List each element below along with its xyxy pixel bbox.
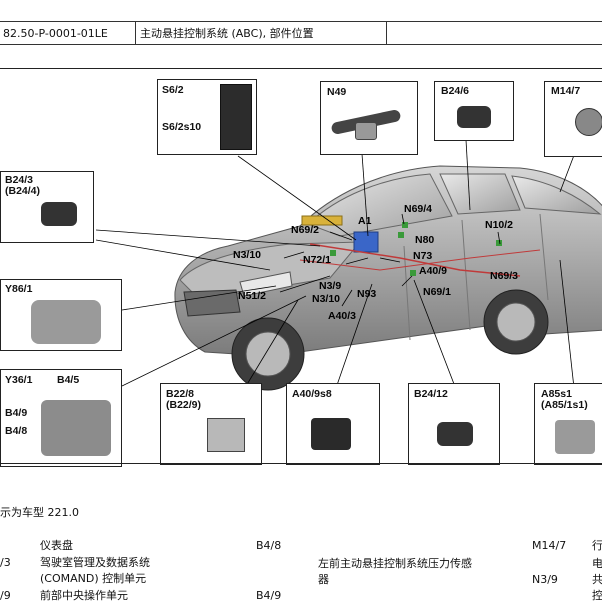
callout-n69-1: N69/1: [423, 287, 451, 298]
legend-desc: 仪表盘: [40, 538, 73, 554]
label-b24-4: (B24/4): [5, 186, 40, 197]
detail-box-a85s1: A85s1 (A85/1s1): [534, 383, 602, 465]
legend-desc: 控: [592, 588, 602, 604]
legend-desc: 行: [592, 538, 602, 554]
legend-code: B4/9: [256, 588, 281, 604]
callout-n93: N93: [357, 289, 376, 300]
doc-number: 82.50-P-0001-01LE: [0, 22, 136, 45]
detail-box-b22-8: B22/8 (B22/9): [160, 383, 262, 465]
label-y36-1: Y36/1: [5, 375, 32, 386]
detail-box-y36-1: Y36/1 B4/5 B4/9 B4/8: [0, 369, 122, 467]
legend-desc: 电: [592, 556, 602, 572]
detail-box-y86-1: Y86/1: [0, 279, 122, 351]
doc-title: 主动悬挂控制系统 (ABC), 部件位置: [136, 22, 387, 45]
sensor-image: [437, 422, 473, 446]
label-b24-12: B24/12: [414, 389, 448, 400]
level-sensor-image: [207, 418, 245, 452]
detail-box-m14-7: M14/7: [544, 81, 602, 157]
label-a85-1s1: (A85/1s1): [541, 400, 588, 411]
legend-code: /3: [0, 555, 11, 571]
pump-unit-shape: [354, 232, 378, 252]
callout-n3-10-top: N3/10: [233, 250, 261, 261]
callout-a40-9: A40/9: [419, 266, 447, 277]
callout-n3-10-low: N3/10: [312, 294, 340, 305]
figure-bottom-rule: [0, 463, 602, 464]
legend-code: N3/9: [532, 572, 558, 588]
callout-n51-2: N51/2: [238, 291, 266, 302]
label-b4-9: B4/9: [5, 408, 27, 419]
grille-shape: [184, 290, 240, 316]
legend-code: M14/7: [532, 538, 566, 554]
callout-n69-2: N69/2: [291, 225, 319, 236]
legend-desc: (COMAND) 控制单元: [40, 571, 146, 587]
motor-image: [575, 108, 602, 136]
sensor-image: [457, 106, 491, 128]
label-n49: N49: [327, 87, 346, 98]
callout-n3-9: N3/9: [319, 281, 341, 292]
label-b4-8: B4/8: [5, 426, 27, 437]
label-m14-7: M14/7: [551, 86, 580, 97]
callout-n69-3: N69/3: [490, 271, 518, 282]
callout-n73: N73: [413, 251, 432, 262]
valve-block-image: [41, 400, 111, 456]
label-b4-5: B4/5: [57, 375, 79, 386]
switch-panel-image: [220, 84, 252, 150]
detail-box-s6-2: S6/2 S6/2s10: [157, 79, 257, 155]
label-b22-9: (B22/9): [166, 400, 201, 411]
legend-desc: 前部中央操作单元: [40, 588, 128, 604]
callout-n80: N80: [415, 235, 434, 246]
button-image: [311, 418, 351, 450]
label-a40-9s8: A40/9s8: [292, 389, 332, 400]
label-s6-2: S6/2: [162, 85, 184, 96]
detail-box-a40-9s8: A40/9s8: [286, 383, 380, 465]
valve-image: [555, 420, 595, 454]
detail-box-b24-6: B24/6: [434, 81, 514, 141]
sensor-image: [41, 202, 77, 226]
legend-desc: 驾驶室管理及数据系统: [40, 555, 150, 571]
legend-desc: 器: [318, 572, 329, 588]
label-y86-1: Y86/1: [5, 284, 32, 295]
figure-caption: 示为车型 221.0: [0, 504, 79, 520]
header-empty-cell: [387, 22, 602, 45]
document-header: 82.50-P-0001-01LE 主动悬挂控制系统 (ABC), 部件位置: [0, 21, 602, 45]
detail-box-n49: N49: [320, 81, 418, 155]
legend-desc: 左前主动悬挂控制系统压力传感: [318, 556, 472, 572]
detail-box-b24-3: B24/3 (B24/4): [0, 171, 94, 243]
legend-code: B4/8: [256, 538, 281, 554]
detail-box-b24-12: B24/12: [408, 383, 500, 465]
valve-image: [31, 300, 101, 344]
label-b24-6: B24/6: [441, 86, 469, 97]
callout-n72-1: N72/1: [303, 255, 331, 266]
callout-n10-2: N10/2: [485, 220, 513, 231]
label-s6-2s10: S6/2s10: [162, 122, 201, 133]
component-location-figure: S6/2 S6/2s10 N49 B24/6 M14/7 B24/3 (B24/…: [0, 69, 602, 463]
legend-code: /9: [0, 588, 11, 604]
callout-a40-3: A40/3: [328, 311, 356, 322]
callout-a1: A1: [358, 216, 371, 227]
legend-desc: 共: [592, 572, 602, 588]
callout-n69-4: N69/4: [404, 204, 432, 215]
